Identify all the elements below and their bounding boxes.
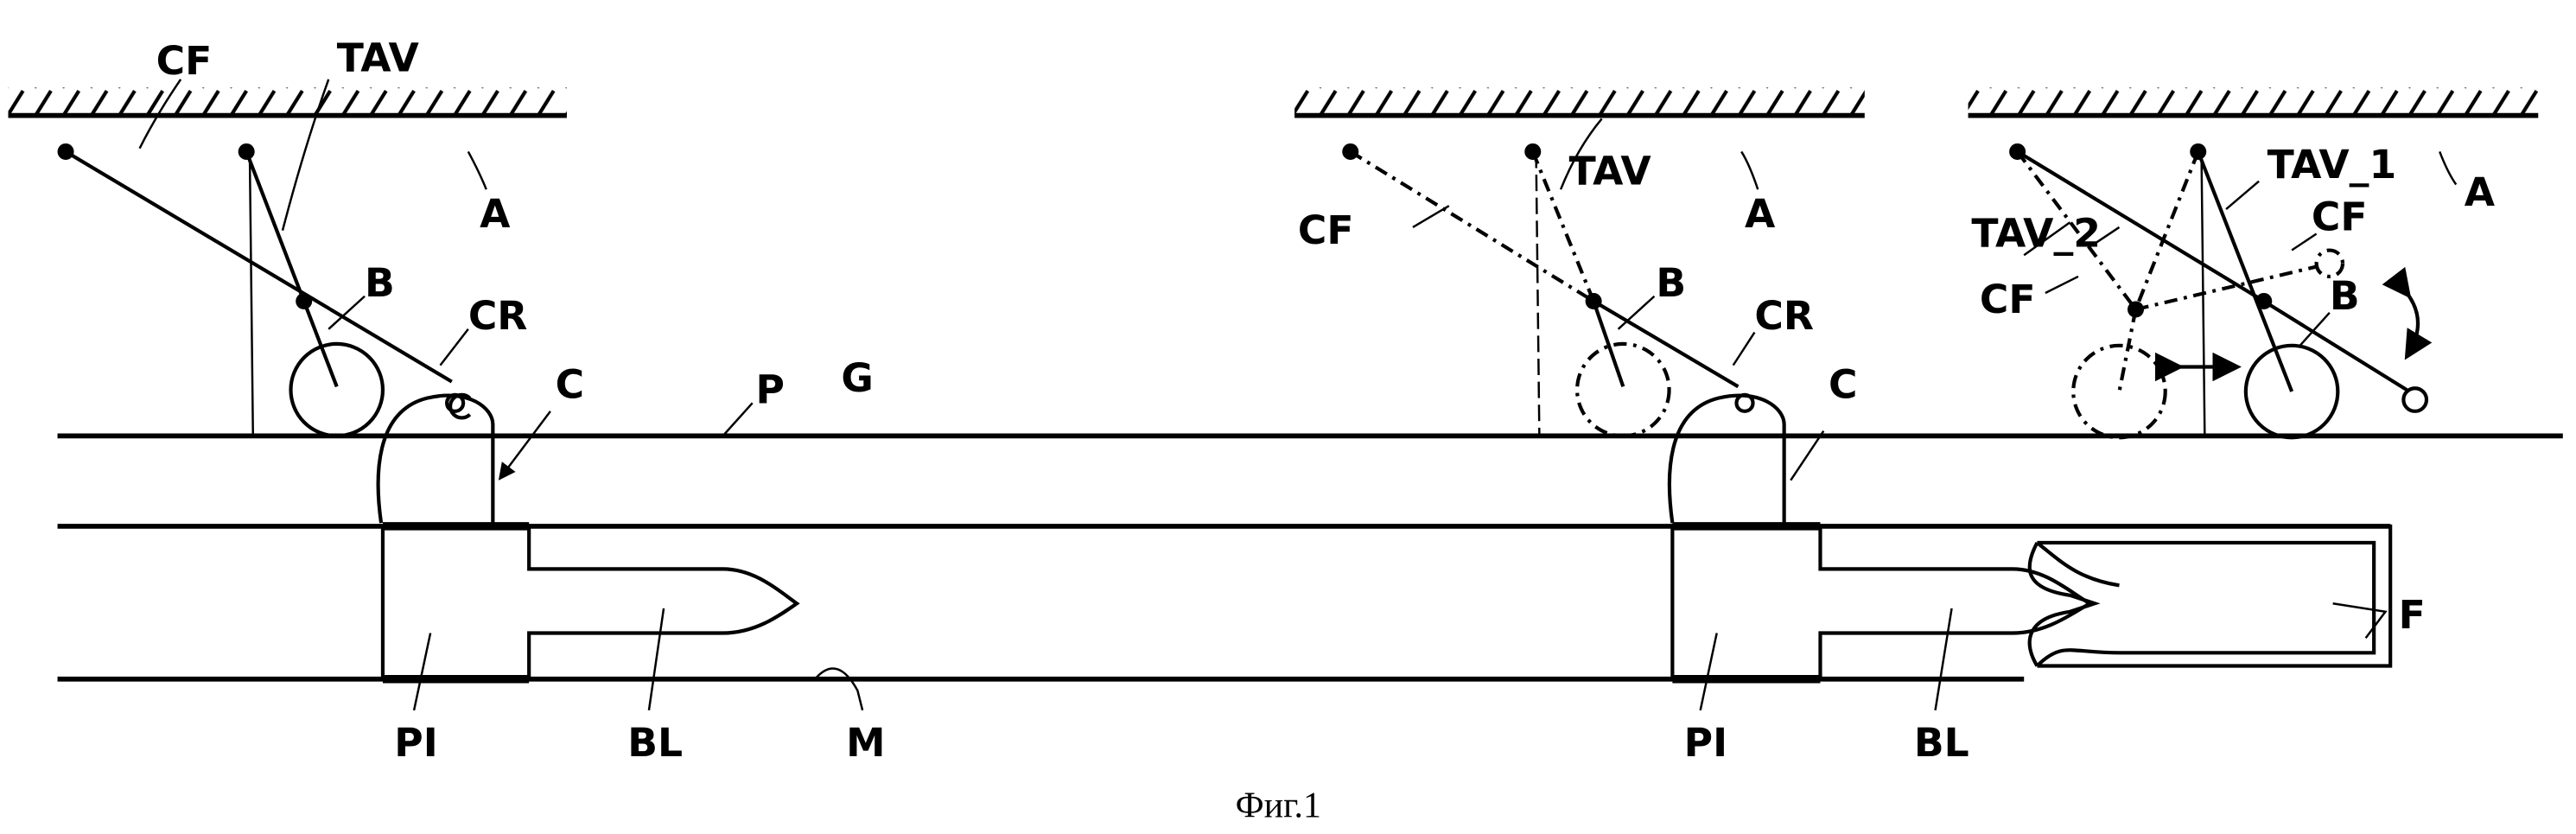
label-a: A	[1745, 191, 1776, 237]
label-b: B	[365, 260, 395, 306]
label-cf: CF	[2312, 194, 2368, 240]
label-bl: BL	[627, 720, 683, 766]
label-c: C	[1829, 362, 1857, 408]
label-cf: CF	[156, 38, 213, 84]
label-tav2: TAV_2	[1971, 211, 2101, 257]
left-assembly	[8, 79, 864, 711]
label-b: B	[2330, 273, 2360, 319]
label-f: F	[2399, 592, 2426, 638]
label-m: M	[846, 720, 885, 766]
label-tav: TAV	[337, 35, 420, 80]
label-tav: TAV	[1569, 148, 1652, 194]
label-cr: CR	[1754, 293, 1814, 339]
label-a: A	[480, 191, 511, 237]
label-tav1: TAV_1	[2268, 142, 2397, 188]
label-cf: CF	[1980, 277, 2036, 322]
label-cr: CR	[468, 293, 528, 339]
label-cf: CF	[1298, 207, 1354, 253]
label-pi: PI	[394, 720, 437, 766]
middle-assembly	[1294, 87, 2393, 711]
figure-caption: Фиг.1	[1236, 786, 1321, 825]
label-c: C	[556, 362, 584, 408]
label-g: G	[841, 355, 873, 401]
label-bl: BL	[1914, 720, 1969, 766]
label-p: P	[756, 366, 785, 412]
label-b: B	[1656, 260, 1686, 306]
label-a: A	[2465, 169, 2496, 215]
rails	[57, 433, 2563, 682]
right-assembly	[1968, 87, 2539, 440]
label-pi: PI	[1684, 720, 1727, 766]
